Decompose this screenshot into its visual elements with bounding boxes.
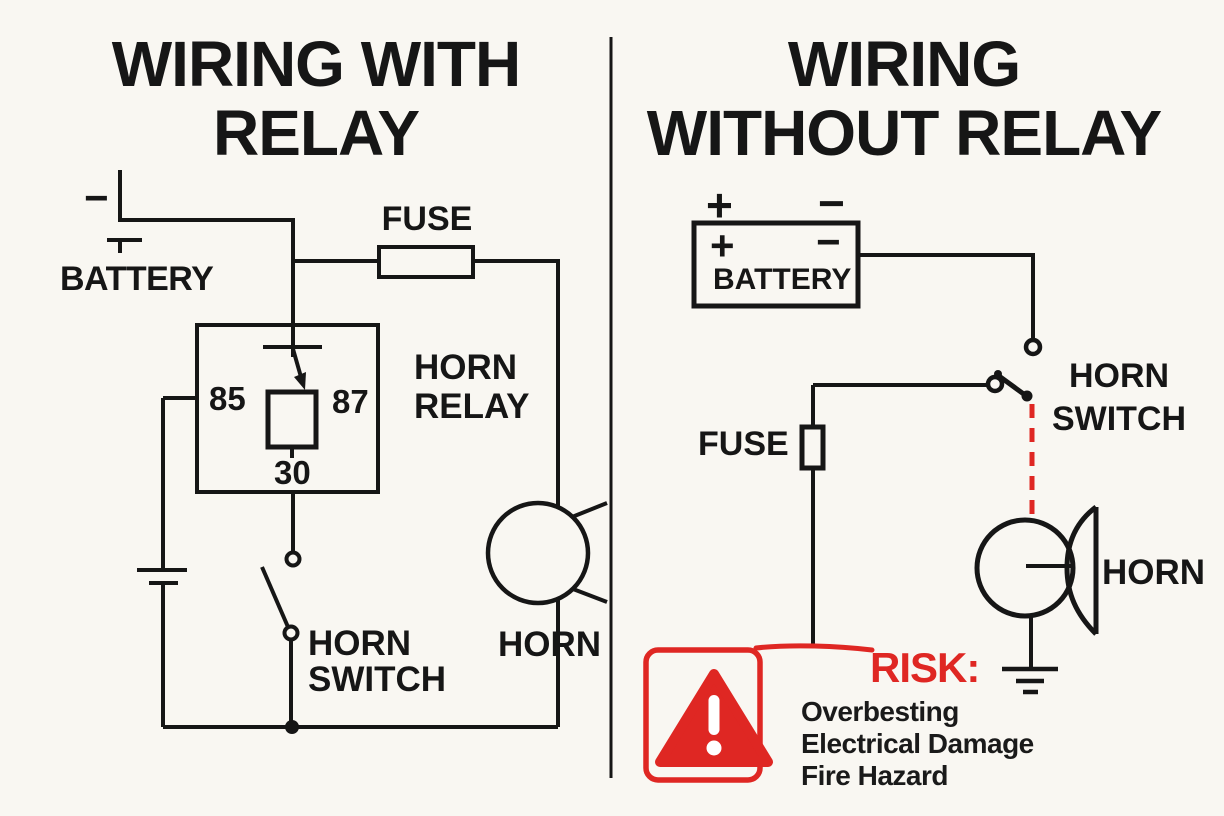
warning-exclamation-bar [708, 695, 720, 735]
left-fuse-label: FUSE [381, 200, 473, 238]
right-fuse-icon [799, 424, 826, 471]
left-battery-to-relay-wire [118, 170, 295, 357]
left-battery-minus-sign: − [84, 174, 109, 221]
right-battery-wire [858, 253, 1035, 340]
risk-heading: RISK: [870, 644, 980, 691]
relay-pin-30-label: 30 [274, 454, 311, 491]
right-switch-contact-terminal [1023, 337, 1043, 357]
right-battery-plus-inner: + [710, 222, 735, 269]
relay-box [195, 323, 380, 494]
right-switch-pivot-terminal [985, 374, 1005, 394]
relay-pin-85-label: 85 [209, 380, 246, 417]
left-switch-bottom-terminal [282, 624, 300, 642]
left-fuse-to-horn-wire [473, 259, 560, 507]
right-battery-minus-outer: − [818, 177, 845, 229]
left-horn-switch-label-line2: SWITCH [308, 660, 447, 699]
right-horn-switch-label-line1: HORN [1068, 357, 1170, 395]
right-switch-arm-pivot-dot [994, 370, 1002, 378]
right-battery-plus-outer: + [706, 179, 733, 231]
left-title-line2: RELAY [212, 97, 420, 169]
horn-relay-label: HORN RELAY [414, 348, 529, 426]
risk-box-overshoot-stroke [753, 643, 875, 653]
left-switch-arm [260, 566, 290, 628]
risk-item: Overbesting [801, 696, 959, 727]
left-horn-switch-label: HORN SWITCH [308, 626, 446, 698]
right-battery-box [691, 220, 861, 309]
right-switch-arm-tip-dot [1021, 390, 1033, 402]
right-battery-minus-inner: − [816, 218, 841, 265]
relay-arm [291, 348, 303, 378]
risk-item: Fire Hazard [801, 760, 948, 791]
horn-relay-label-line1: HORN [414, 348, 518, 387]
risk-item: Electrical Damage [801, 728, 1034, 759]
left-battery-label: BATTERY [60, 260, 214, 298]
right-title-line1: WIRING [787, 28, 1021, 100]
right-title: WIRING WITHOUT RELAY [600, 30, 1208, 168]
ink-linework [107, 37, 1099, 778]
left-horn-cone [571, 501, 608, 604]
right-fuse-label: FUSE [698, 425, 789, 463]
right-battery-label: BATTERY [713, 263, 852, 296]
left-title: WIRING WITH RELAY [56, 30, 576, 168]
right-horn-switch-label: HORN SWITCH [1044, 355, 1194, 441]
left-title-line1: WIRING WITH [111, 28, 521, 100]
left-switch-top-terminal [284, 550, 302, 568]
risk-items: Overbesting Electrical Damage Fire Hazar… [801, 696, 1034, 792]
red-linework [643, 404, 1035, 783]
left-horn-icon [485, 500, 591, 606]
right-horn-icon [974, 517, 1076, 619]
left-horn-switch-label-line1: HORN [308, 624, 412, 663]
risk-box-outline [643, 647, 763, 783]
ink-fills [285, 370, 1033, 734]
right-horn-bell-arc [1064, 505, 1098, 636]
left-horn-label: HORN [498, 625, 602, 664]
right-switch-arm [996, 373, 1028, 398]
warning-exclamation-dot [706, 740, 722, 756]
right-horn-label: HORN [1102, 553, 1206, 592]
horn-relay-label-line2: RELAY [414, 387, 530, 426]
warning-triangle-icon [655, 669, 773, 767]
right-horn-switch-label-line2: SWITCH [1051, 400, 1187, 438]
left-rail-junction-dot [285, 720, 299, 734]
relay-pin-87-label: 87 [332, 383, 369, 420]
right-title-line2: WITHOUT RELAY [646, 97, 1162, 169]
ground-icon [1002, 666, 1058, 695]
left-fuse-icon [377, 245, 475, 279]
relay-arm-arrowhead [294, 372, 306, 390]
relay-coil-icon [265, 389, 319, 450]
left-battery-terminal-icon [107, 238, 142, 253]
